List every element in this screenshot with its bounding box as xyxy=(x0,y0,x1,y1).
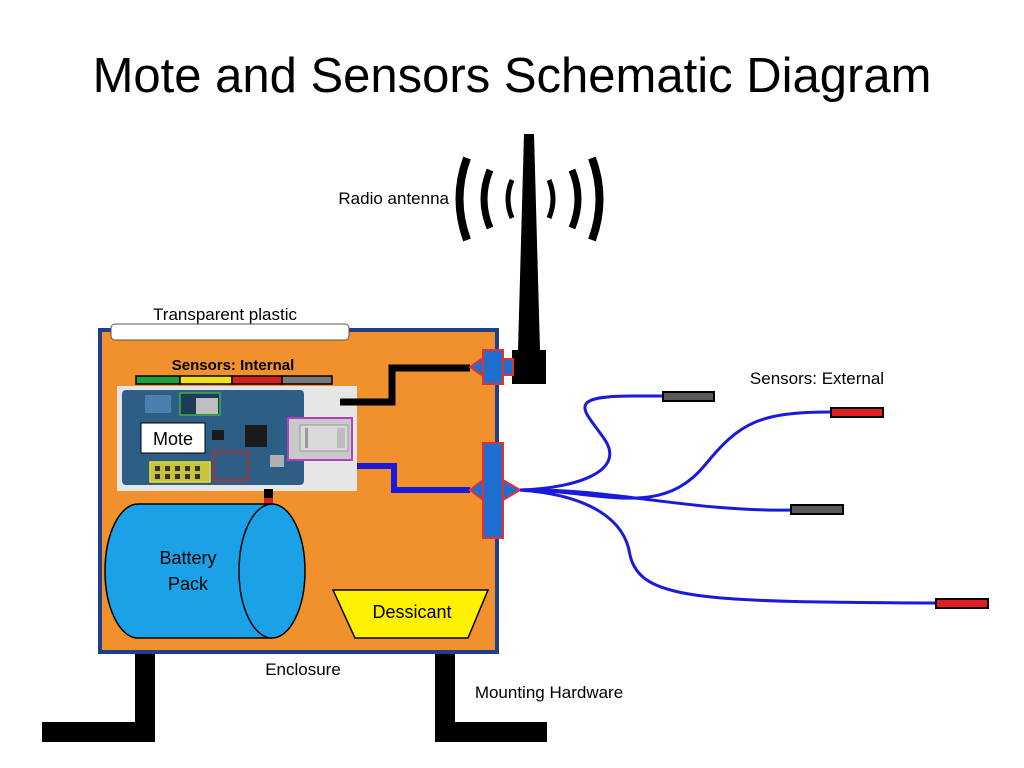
radio-waves-icon xyxy=(455,156,604,242)
external-sensor-cable-internal xyxy=(357,463,470,493)
enclosure-label: Enclosure xyxy=(265,660,341,679)
transparent-plastic-label: Transparent plastic xyxy=(153,305,297,324)
external-sensor-red-1 xyxy=(830,407,884,418)
dessicant-label: Dessicant xyxy=(372,602,451,622)
battery-label-line2: Pack xyxy=(168,574,209,594)
antenna-connector xyxy=(468,349,514,385)
transparent-plastic-bar xyxy=(110,323,350,341)
mounting-hardware-label: Mounting Hardware xyxy=(475,683,623,702)
internal-sensor-strips xyxy=(135,375,333,385)
antenna-wire xyxy=(340,364,470,406)
battery-wire-red xyxy=(264,498,273,508)
battery-wire-black xyxy=(264,489,273,501)
page-title: Mote and Sensors Schematic Diagram xyxy=(92,49,932,103)
antenna-base xyxy=(512,350,546,384)
sensors-internal-label: Sensors: Internal xyxy=(172,357,295,374)
sensors-external-label: Sensors: External xyxy=(750,369,884,388)
external-sensor-gray-1 xyxy=(662,391,715,402)
mounting-hardware xyxy=(42,648,547,742)
antenna-mast xyxy=(518,134,540,350)
mote-label-box xyxy=(140,422,206,454)
battery-pack xyxy=(104,503,306,639)
external-sensor-red-2 xyxy=(935,598,989,609)
dessicant-shape xyxy=(331,589,490,639)
radio-antenna-label: Radio antenna xyxy=(338,189,449,208)
sensor-connector xyxy=(468,442,522,539)
mote-board xyxy=(117,386,357,491)
external-sensor-gray-2 xyxy=(790,504,844,515)
external-sensor-cables xyxy=(519,394,938,605)
battery-label-line1: Battery xyxy=(159,548,216,568)
mote-label: Mote xyxy=(153,429,193,449)
